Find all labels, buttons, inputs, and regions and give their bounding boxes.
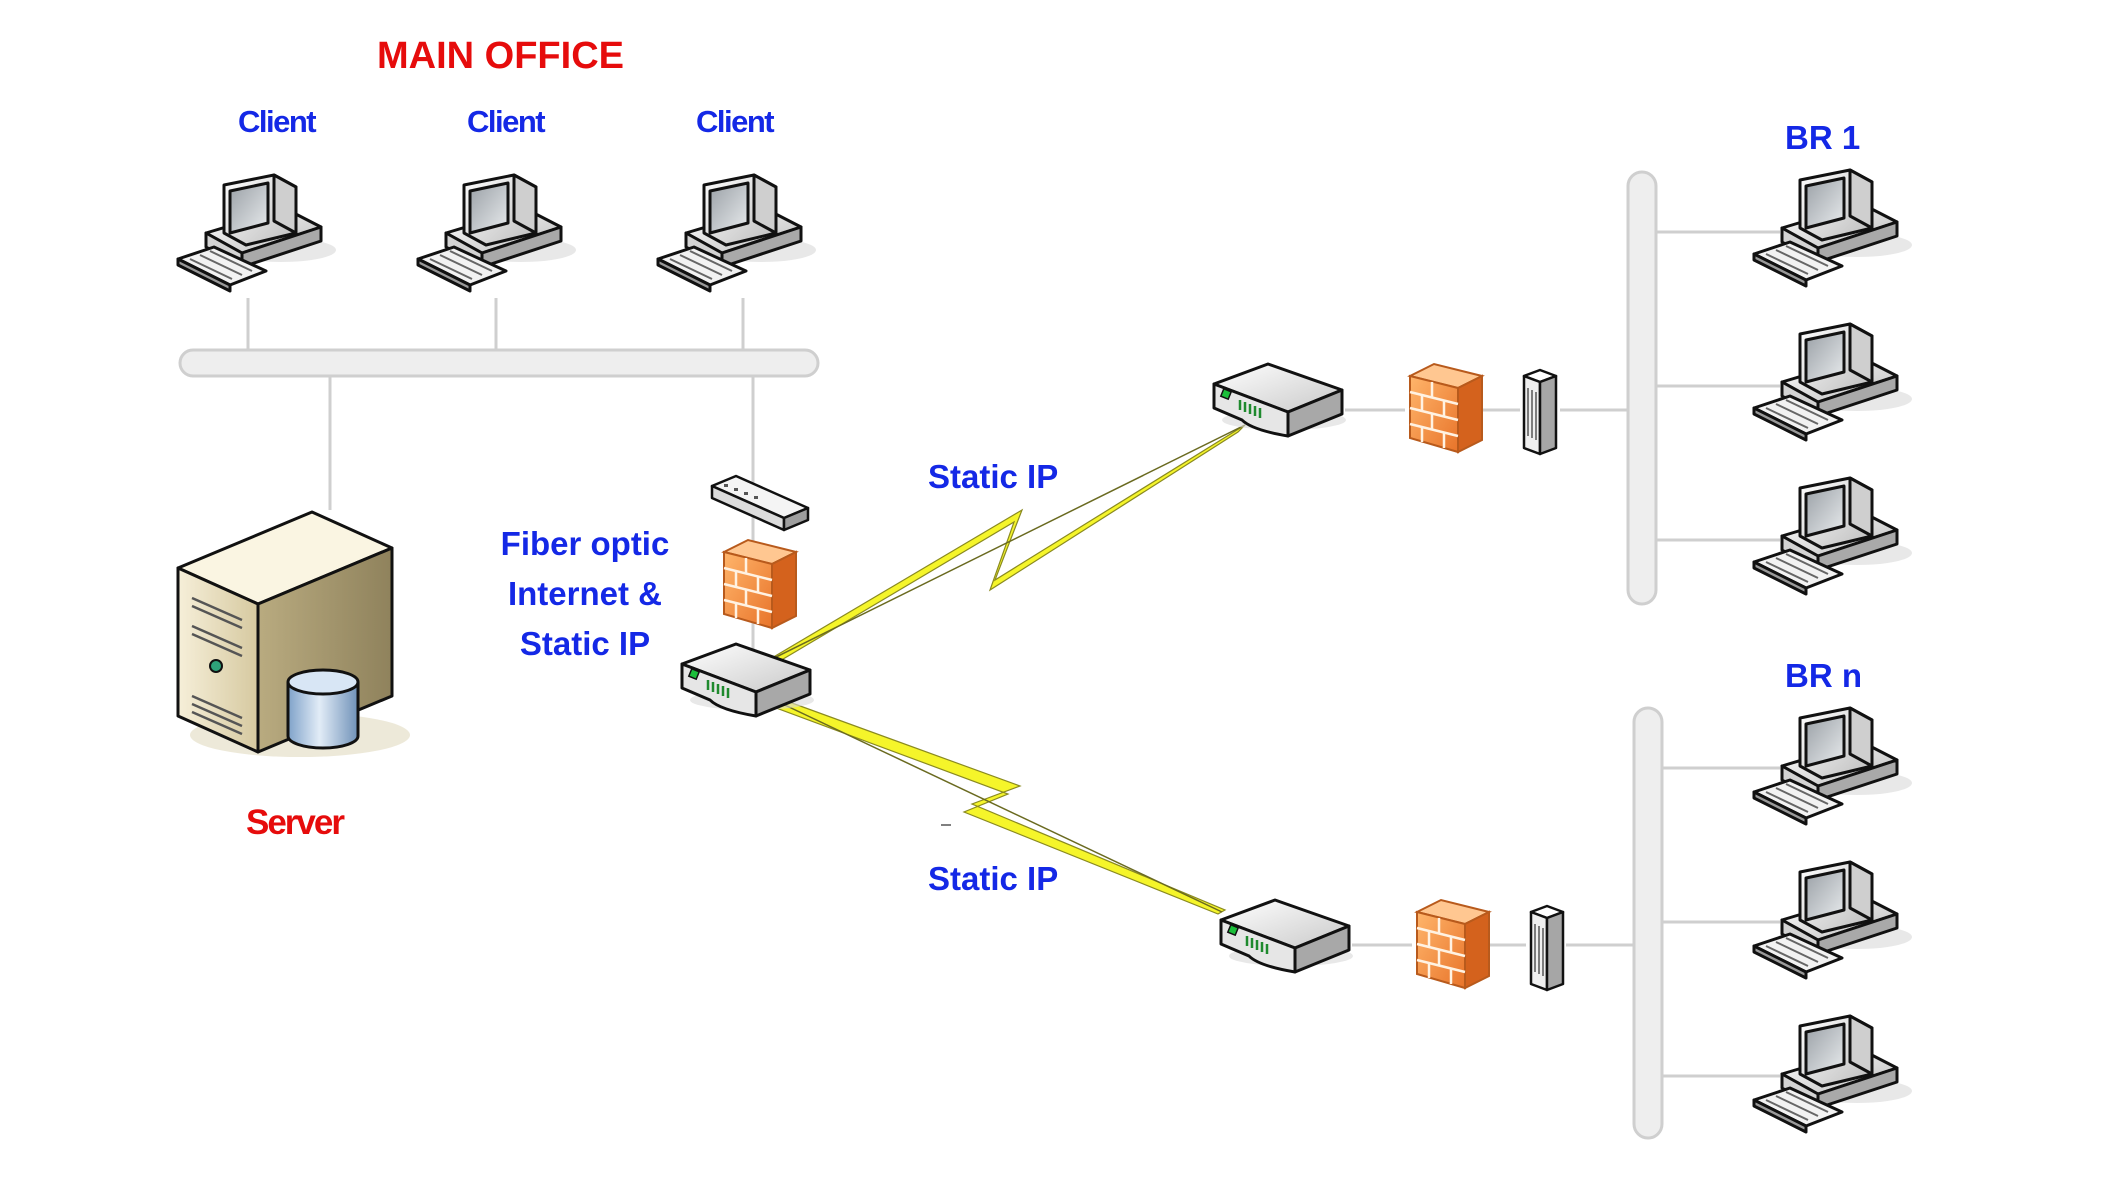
branch-n-label: BR n [1785,657,1862,694]
workstation-icon [176,173,338,293]
router-icon [680,642,816,718]
hub-icon [1529,904,1565,992]
branch-1-network [1345,170,1780,606]
branch-1-label: BR 1 [1785,119,1861,156]
workstation-icon [656,173,818,293]
wan-link-br1 [758,424,1246,669]
workstation-icon [1752,168,1914,288]
firewall-icon [1415,898,1491,990]
workstation-icon [1752,1014,1914,1134]
fiber-label-line: Static IP [519,625,651,662]
client-label: Client [696,104,775,139]
workstation-icon [1752,706,1914,826]
firewall-icon [1408,362,1484,454]
switch-icon [710,474,810,532]
workstation-icon [1752,860,1914,980]
client-label: Client [467,104,546,139]
router-icon [1219,898,1355,974]
main-office-title: MAIN OFFICE [377,35,624,77]
fiber-label: Fiber optic Internet & Static IP [490,519,680,669]
fiber-label-line: Internet & [507,575,662,612]
branch-n-network [1352,706,1780,1140]
static-ip-label-brn: Static IP [928,860,1059,897]
database-icon [286,668,360,750]
hub-icon [1522,368,1558,456]
wan-link-brn [758,694,1227,915]
workstation-icon [1752,476,1914,596]
main-office-bus [178,348,820,378]
static-ip-label-br1: Static IP [928,458,1059,495]
workstation-icon [416,173,578,293]
branch-1-bus [1626,170,1658,606]
router-icon [1212,362,1348,438]
fiber-label-line: Fiber optic [500,525,670,562]
main-office-network [178,298,820,650]
workstation-icon [1752,322,1914,442]
firewall-icon [722,538,798,630]
server-label: Server [246,803,345,842]
client-label: Client [238,104,317,139]
branch-n-bus [1632,706,1664,1140]
